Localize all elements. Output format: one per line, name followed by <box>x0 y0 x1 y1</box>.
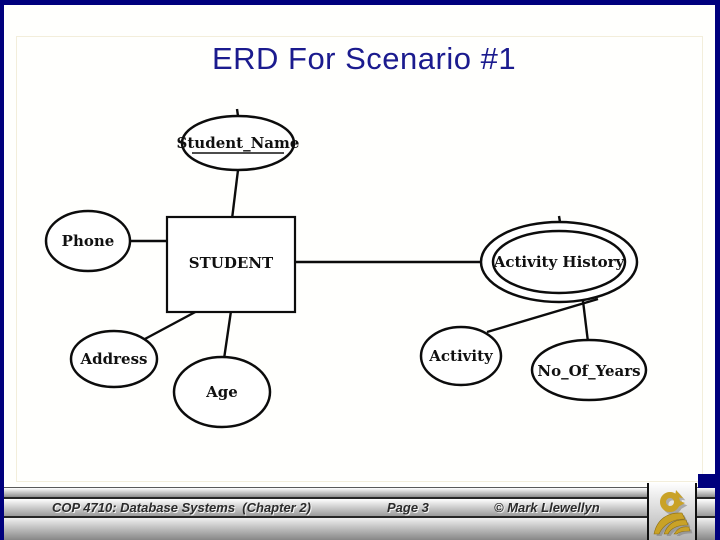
connector-studentname-student <box>230 169 240 220</box>
connector-noofyears-activityhistory <box>581 300 590 343</box>
footer-band-top <box>4 487 715 499</box>
footer-bar: COP 4710: Database Systems (Chapter 2) P… <box>4 487 715 540</box>
attribute-oval-activity-history-inner <box>491 229 627 295</box>
footer-band-bottom <box>4 518 715 540</box>
attribute-oval-student-name <box>180 114 296 172</box>
footer-page-number: Page 3 <box>387 500 429 515</box>
attribute-oval-no-of-years <box>530 338 648 402</box>
ucf-logo-tile <box>647 483 697 540</box>
attribute-label-age: Age <box>205 383 238 401</box>
erd-diagram-canvas: Student_Name Phone STUDENT Activity Hist… <box>44 108 648 429</box>
attribute-label-address: Address <box>80 350 148 368</box>
page-title: ERD For Scenario #1 <box>211 41 517 76</box>
attribute-label-no-of-years: No_Of_Years <box>537 362 640 380</box>
attribute-oval-phone <box>44 209 132 273</box>
connector-student-address <box>142 308 200 342</box>
attribute-oval-address <box>69 329 159 389</box>
entity-rect-student <box>165 215 297 314</box>
erd-labels: Student_Name Phone STUDENT Activity Hist… <box>62 134 641 401</box>
attribute-label-activity: Activity <box>428 347 494 365</box>
attribute-oval-activity <box>419 325 503 387</box>
connector-student-age <box>222 310 233 360</box>
pegasus-glyph <box>653 489 691 534</box>
attribute-label-student-name: Student_Name <box>177 134 300 152</box>
attribute-label-activity-history: Activity History <box>493 253 626 271</box>
footer-band-text: COP 4710: Database Systems (Chapter 2) P… <box>4 499 715 518</box>
attribute-label-phone: Phone <box>62 232 115 250</box>
footer-course: COP 4710: Database Systems (Chapter 2) <box>52 500 311 515</box>
footer-copyright: © Mark Llewellyn <box>494 500 600 515</box>
navy-accent-bar <box>698 474 715 488</box>
erd-shapes <box>44 114 648 429</box>
entity-label-student: STUDENT <box>189 254 274 272</box>
connector-activity-activityhistory <box>486 297 599 334</box>
attribute-oval-activity-history-outer <box>479 220 639 304</box>
ucf-pegasus-icon <box>653 489 693 536</box>
attribute-oval-age <box>172 355 272 429</box>
